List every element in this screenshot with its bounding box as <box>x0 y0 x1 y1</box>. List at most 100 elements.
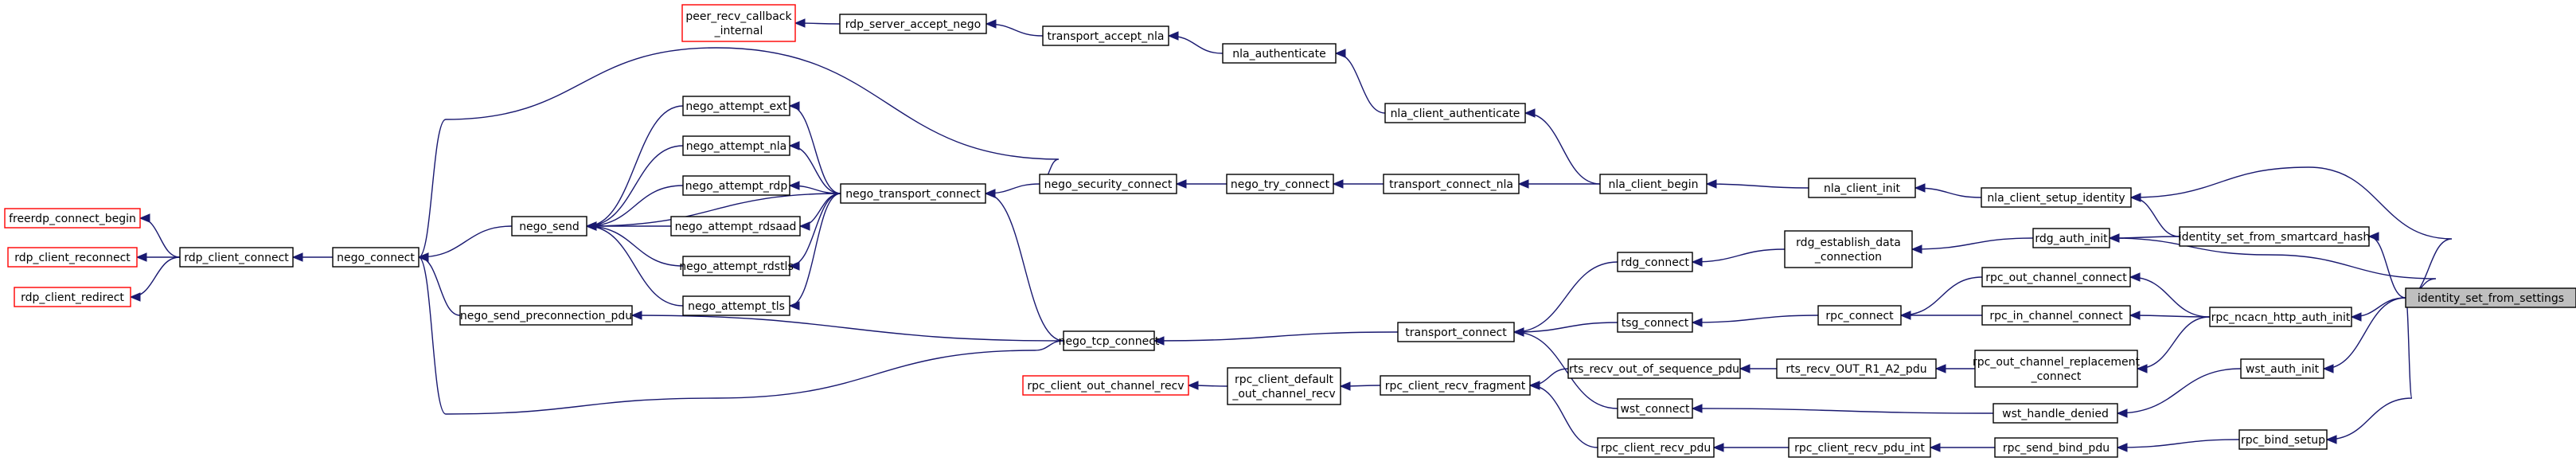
edge-arrowhead <box>2129 193 2141 202</box>
node-nego-attempt-tls[interactable]: nego_attempt_tls <box>682 295 790 316</box>
node-rpc-client-recv-pdu[interactable]: rpc_client_recv_pdu <box>1597 437 1715 458</box>
node-rdg-connect[interactable]: rdg_connect <box>1617 252 1693 272</box>
edge-line <box>586 193 841 227</box>
node-box <box>1817 305 1902 326</box>
node-rts-recv-out-of-sequence-pdu[interactable]: rts_recv_out_of_sequence_pdu <box>1567 358 1741 379</box>
node-label: rpc_client_out_channel_recv <box>1027 380 1184 393</box>
node-transport-connect[interactable]: transport_connect <box>1397 322 1515 342</box>
node-label: nla_client_begin <box>1609 178 1699 191</box>
edge-line <box>2368 236 2406 299</box>
node-rpc-bind-setup[interactable]: rpc_bind_setup <box>2238 429 2328 450</box>
node-label: freerdp_connect_begin <box>9 213 136 225</box>
node-rpc-out-channel-connect[interactable]: rpc_out_channel_connect <box>1981 267 2131 287</box>
node-label: rdg_connect <box>1621 256 1690 269</box>
node-peer-recv-callback-internal[interactable]: peer_recv_callback _internal <box>681 4 796 42</box>
node-label: peer_recv_callback <box>685 10 792 23</box>
node-box <box>1981 187 2132 208</box>
node-nego-send[interactable]: nego_send <box>511 216 587 236</box>
node-nego-transport-connect[interactable]: nego_transport_connect <box>840 183 986 204</box>
node-rpc-client-recv-fragment[interactable]: rpc_client_recv_fragment <box>1380 375 1531 396</box>
edge-nego-transport-connect-to-nego-tcp-connect <box>984 189 1064 342</box>
node-nego-attempt-rdstls[interactable]: nego_attempt_rdstls <box>679 256 794 276</box>
node-box <box>1617 252 1693 272</box>
edge-line <box>1335 53 1386 114</box>
node-box <box>2238 429 2328 450</box>
node-label: _connect <box>2031 370 2082 383</box>
edge-arrowhead <box>1332 179 1344 189</box>
node-box <box>1063 330 1155 351</box>
node-nego-security-connect[interactable]: nego_security_connect <box>1039 174 1177 194</box>
edge-rts-recv-out-of-sequence-pdu-to-rts-recv-out-r1-a2-pdu <box>1739 364 1777 373</box>
node-label: rpc_out_channel_replacement <box>1973 356 2141 369</box>
node-rpc-out-channel-replacement-connect[interactable]: rpc_out_channel_replacement_connect <box>1973 350 2141 388</box>
node-wst-connect[interactable]: wst_connect <box>1617 398 1693 419</box>
node-nla-client-begin[interactable]: nla_client_begin <box>1599 174 1708 194</box>
node-nla-client-setup-identity[interactable]: nla_client_setup_identity <box>1981 187 2132 208</box>
node-box <box>1992 403 2118 424</box>
node-box <box>682 135 790 156</box>
edge-nla-client-begin-to-nla-client-init <box>1705 179 1809 189</box>
node-label: tsg_connect <box>1622 317 1689 330</box>
edge-line <box>789 193 841 307</box>
node-rpc-client-recv-pdu-int[interactable]: rpc_client_recv_pdu_int <box>1788 437 1931 458</box>
node-wst-handle-denied[interactable]: wst_handle_denied <box>1992 403 2118 424</box>
node-label: nego_attempt_rdsaad <box>675 221 797 233</box>
edge-transport-accept-nla-to-nla-authenticate <box>1167 31 1224 54</box>
edge-line <box>1529 385 1598 448</box>
node-label: nego_connect <box>337 252 415 264</box>
node-nego-tcp-connect[interactable]: nego_tcp_connect <box>1059 330 1160 351</box>
edge-arrowhead <box>585 221 597 231</box>
node-wst-auth-init[interactable]: wst_auth_init <box>2240 358 2324 379</box>
node-label: rdg_auth_init <box>2035 233 2108 245</box>
node-rdg-auth-init[interactable]: rdg_auth_init <box>2032 228 2110 248</box>
node-transport-connect-nla[interactable]: transport_connect_nla <box>1383 174 1520 194</box>
node-label: nego_tcp_connect <box>1059 335 1160 348</box>
node-box <box>1022 375 1189 396</box>
node-label: rpc_client_recv_pdu_int <box>1794 442 1925 455</box>
node-rdg-establish-data-connection[interactable]: rdg_establish_data_connection <box>1784 230 1913 268</box>
node-nego-connect[interactable]: nego_connect <box>332 247 420 268</box>
node-transport-accept-nla[interactable]: transport_accept_nla <box>1042 25 1169 46</box>
node-label: nego_security_connect <box>1044 178 1173 191</box>
edge-nego-attempt-rdstls-to-nego-transport-connect <box>788 193 841 271</box>
edge-arrowhead <box>2108 233 2120 243</box>
edge-arrowhead <box>788 301 800 311</box>
node-rpc-send-bind-pdu[interactable]: rpc_send_bind_pdu <box>1994 437 2118 458</box>
node-rdp-client-connect[interactable]: rdp_client_connect <box>179 247 294 268</box>
node-rts-recv-out-r1-a2-pdu[interactable]: rts_recv_OUT_R1_A2_pdu <box>1776 358 1937 379</box>
node-rpc-connect[interactable]: rpc_connect <box>1817 305 1902 326</box>
node-rdp-client-reconnect[interactable]: rdp_client_reconnect <box>7 247 138 268</box>
node-nla-authenticate[interactable]: nla_authenticate <box>1222 43 1337 64</box>
node-nego-try-connect[interactable]: nego_try_connect <box>1226 174 1334 194</box>
node-tsg-connect[interactable]: tsg_connect <box>1617 312 1693 333</box>
node-label: identity_set_from_smartcard_hash <box>2179 231 2370 244</box>
edge-arrowhead <box>1739 364 1751 373</box>
node-rdp-server-accept-nego[interactable]: rdp_server_accept_nego <box>839 14 987 34</box>
edge-line <box>418 256 1064 415</box>
node-label: rpc_client_recv_fragment <box>1385 380 1526 393</box>
node-rpc-client-out-channel-recv[interactable]: rpc_client_out_channel_recv <box>1022 375 1189 396</box>
node-nego-attempt-rdsaad[interactable]: nego_attempt_rdsaad <box>670 216 801 236</box>
node-label: rts_recv_out_of_sequence_pdu <box>1569 363 1739 376</box>
node-identity-set-from-smartcard-hash[interactable]: identity_set_from_smartcard_hash <box>2179 226 2370 247</box>
node-label: _internal <box>714 25 763 37</box>
node-rpc-client-default-out-channel-recv[interactable]: rpc_client_default_out_channel_recv <box>1227 367 1341 405</box>
edge-arrowhead <box>2129 311 2141 320</box>
node-label: wst_handle_denied <box>2002 408 2109 420</box>
node-rpc-in-channel-connect[interactable]: rpc_in_channel_connect <box>1981 305 2131 326</box>
node-label: nla_client_init <box>1824 182 1900 195</box>
node-nla-client-authenticate[interactable]: nla_client_authenticate <box>1384 103 1526 123</box>
node-rdp-client-redirect[interactable]: rdp_client_redirect <box>14 287 131 307</box>
node-nego-attempt-nla[interactable]: nego_attempt_nla <box>682 135 790 156</box>
edge-arrowhead <box>630 311 642 320</box>
node-label: rdp_server_accept_nego <box>845 18 982 31</box>
edge-nla-client-init-to-nla-client-setup-identity <box>1914 183 1982 198</box>
node-nego-send-preconnection-pdu[interactable]: nego_send_preconnection_pdu <box>459 305 633 326</box>
node-nla-client-init[interactable]: nla_client_init <box>1808 178 1916 198</box>
node-nego-attempt-ext[interactable]: nego_attempt_ext <box>682 96 790 116</box>
node-rpc-ncacn-http-auth-init[interactable]: rpc_ncacn_http_auth_init <box>2209 307 2352 327</box>
edge-line <box>2323 297 2406 369</box>
node-freerdp-connect-begin[interactable]: freerdp_connect_begin <box>4 208 141 229</box>
node-nego-attempt-rdp[interactable]: nego_attempt_rdp <box>682 175 790 196</box>
